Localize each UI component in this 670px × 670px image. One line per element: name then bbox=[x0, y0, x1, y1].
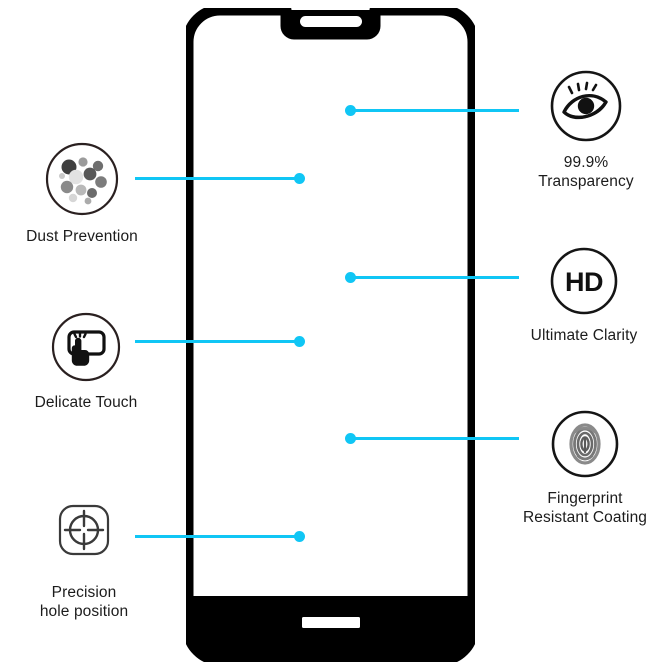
phone-illustration bbox=[186, 8, 475, 662]
feature-delicate-touch: Delicate Touch bbox=[12, 310, 160, 412]
crosshair-target-icon bbox=[46, 500, 122, 574]
feature-caption: Fingerprint Resistant Coating bbox=[522, 490, 648, 526]
connector-endpoint-dot bbox=[345, 433, 356, 444]
connector-endpoint-dot bbox=[345, 105, 356, 116]
fingerprint-icon bbox=[549, 408, 621, 480]
connector-clarity bbox=[345, 272, 519, 283]
connector-endpoint-dot bbox=[294, 336, 305, 347]
dust-particles-icon bbox=[43, 140, 121, 218]
connector-endpoint-dot bbox=[345, 272, 356, 283]
feature-transparency: 99.9% Transparency bbox=[510, 68, 662, 191]
connector-endpoint-dot bbox=[294, 531, 305, 542]
feature-dust-prevention: Dust Prevention bbox=[8, 140, 156, 246]
connector-fingerprint bbox=[345, 433, 519, 444]
feature-caption: Delicate Touch bbox=[34, 394, 138, 411]
feature-caption: Precision hole position bbox=[39, 584, 129, 620]
connector-precision bbox=[135, 531, 305, 542]
hd-label: HD bbox=[565, 267, 603, 297]
feature-caption: 99.9% Transparency bbox=[538, 154, 634, 190]
connector-endpoint-dot bbox=[294, 173, 305, 184]
hd-badge-icon: HD bbox=[548, 245, 620, 317]
eye-icon bbox=[548, 68, 624, 144]
connector-transparency bbox=[345, 105, 519, 116]
connector-touch bbox=[135, 336, 305, 347]
connector-dust bbox=[135, 173, 305, 184]
feature-caption: Dust Prevention bbox=[26, 228, 138, 245]
feature-caption: Ultimate Clarity bbox=[530, 327, 638, 344]
feature-ultimate-clarity: HD Ultimate Clarity bbox=[508, 245, 660, 345]
hand-touch-screen-icon bbox=[49, 310, 123, 384]
feature-precision-hole-position: Precision hole position bbox=[8, 500, 160, 621]
feature-fingerprint-resistant: Fingerprint Resistant Coating bbox=[503, 408, 667, 527]
